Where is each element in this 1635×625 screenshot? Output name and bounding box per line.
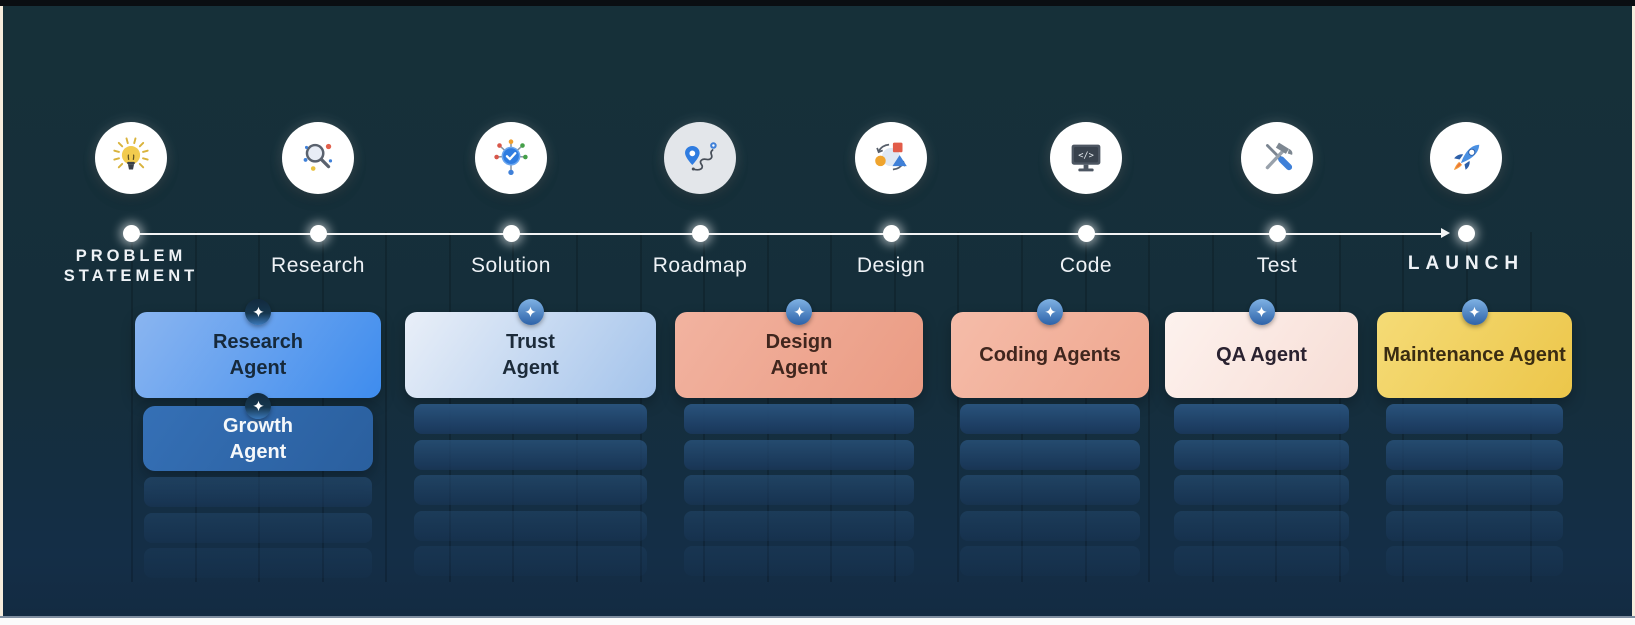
network-check-icon (494, 139, 528, 176)
ghost-bar (960, 404, 1140, 434)
svg-text:</>: </> (1078, 151, 1094, 161)
card-sparkle-badge (786, 299, 812, 325)
ghost-bar (960, 475, 1140, 505)
ghost-bar (1386, 546, 1563, 576)
ghost-bar (1386, 510, 1563, 541)
card-sparkle-badge (517, 299, 544, 325)
stage-icon-circle (95, 122, 167, 194)
grid-line (957, 232, 960, 582)
stage-icon-circle (664, 122, 736, 194)
bottom-white-strip (0, 616, 1635, 625)
agent-card-maintenance-agent: Maintenance Agent (1377, 312, 1572, 398)
card-sparkle-badge (245, 393, 271, 419)
grid-line (131, 232, 133, 582)
timeline-node (502, 225, 520, 242)
lightbulb-icon (113, 137, 149, 170)
shapes-cycle-icon (875, 142, 907, 171)
code-monitor-icon: </> (1071, 144, 1101, 172)
grid-line (385, 232, 388, 582)
top-black-bar (0, 0, 1635, 6)
ghost-bar (960, 546, 1140, 576)
route-map-icon (685, 142, 717, 171)
ghost-bar (414, 439, 647, 470)
magnifier-icon (303, 143, 333, 171)
ghost-bar (1174, 510, 1349, 541)
timeline-node (1457, 225, 1475, 242)
timeline-node (1268, 225, 1286, 242)
tools-icon (1265, 142, 1293, 171)
stage-icon-circle (475, 122, 547, 194)
ghost-bar (1386, 404, 1563, 434)
agent-card-label: QA Agent (1216, 344, 1307, 366)
ghost-bar (960, 439, 1140, 470)
sparkle-icon (525, 306, 536, 317)
ghost-bar (414, 546, 647, 576)
timeline-arrowhead-icon (1441, 227, 1450, 238)
sparkle-icon (1469, 306, 1480, 317)
ghost-bar (144, 548, 372, 578)
sparkle-icon (793, 306, 805, 317)
timeline-node (882, 225, 900, 242)
ghost-bar (1386, 439, 1563, 470)
sparkle-icon (252, 400, 264, 411)
timeline-node (1077, 225, 1095, 242)
stage-label: Design (856, 254, 926, 277)
stage-icon-circle (855, 122, 927, 194)
ghost-bar (1386, 475, 1563, 505)
agent-card-coding-agents: Coding Agents (951, 312, 1149, 398)
stage-icon-circle (282, 122, 354, 194)
agent-card-label: Coding Agents (979, 344, 1121, 366)
ghost-bar (684, 439, 914, 470)
ghost-bar (684, 546, 914, 576)
stage-icon-circle (1430, 122, 1502, 194)
card-sparkle-badge (245, 299, 271, 325)
stage-label: Test (1256, 254, 1298, 277)
agent-card-label: Maintenance Agent (1383, 344, 1566, 366)
stage-icon-circle: </> (1050, 122, 1122, 194)
ghost-bar (414, 404, 647, 434)
timeline-node (122, 225, 140, 242)
timeline-line (131, 232, 1441, 235)
ghost-bar (144, 477, 372, 507)
sparkle-icon (1256, 306, 1267, 317)
card-sparkle-badge (1037, 299, 1063, 325)
ghost-bar (1174, 546, 1349, 576)
sparkle-icon (252, 306, 264, 317)
ghost-bar (684, 510, 914, 541)
rocket-icon (1453, 144, 1480, 171)
stage-label: LAUNCH (1407, 253, 1525, 274)
grid-line (1148, 232, 1151, 582)
ghost-bar (414, 475, 647, 505)
ghost-bar (1174, 439, 1349, 470)
timeline-node (691, 225, 709, 242)
stage-label: Solution (471, 254, 551, 277)
ghost-bar (1174, 404, 1349, 434)
stage-label: Code (1059, 254, 1113, 277)
stage-icon-circle (1241, 122, 1313, 194)
sparkle-icon (1044, 306, 1056, 317)
timeline-node (309, 225, 327, 242)
agent-card-qa-agent: QA Agent (1165, 312, 1358, 398)
card-sparkle-badge (1461, 299, 1488, 325)
stage-label: Roadmap (652, 254, 748, 277)
ghost-bar (684, 475, 914, 505)
ghost-bar (684, 404, 914, 434)
card-sparkle-badge (1248, 299, 1275, 325)
ghost-bar (144, 512, 372, 543)
ghost-bar (414, 510, 647, 541)
stage-label: Research (271, 254, 365, 277)
ghost-bar (1174, 475, 1349, 505)
ghost-bar (960, 510, 1140, 541)
